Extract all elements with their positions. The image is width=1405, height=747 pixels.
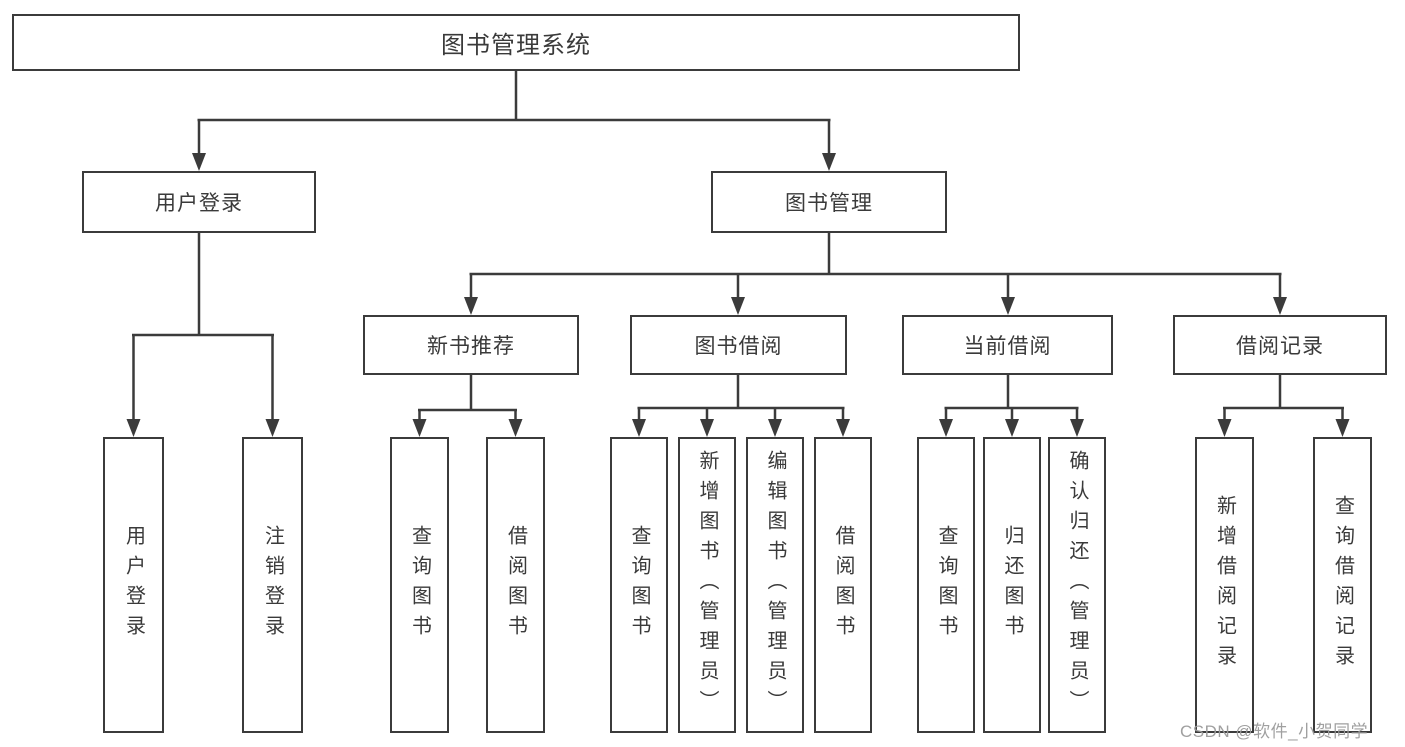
node-current-borrow: 当前借阅 <box>902 315 1113 375</box>
leaf-borrow-books-recommend: 借阅图书 <box>486 437 545 733</box>
leaf-logout: 注销登录 <box>242 437 303 733</box>
node-label: 图书管理 <box>785 192 873 215</box>
node-user-login: 用户登录 <box>82 171 316 233</box>
leaf-query-books-current: 查询图书 <box>917 437 975 733</box>
leaf-user-login: 用户登录 <box>103 437 164 733</box>
leaf-query-books-borrow: 查询图书 <box>610 437 668 733</box>
node-label: 图书管理系统 <box>441 32 591 59</box>
node-label: 用户登录 <box>155 192 243 215</box>
node-label: 查询借阅记录 <box>1331 495 1354 675</box>
leaf-borrow-books: 借阅图书 <box>814 437 872 733</box>
node-label: 借阅图书 <box>832 525 854 645</box>
node-label: 查询图书 <box>628 525 650 645</box>
node-label: 新增借阅记录 <box>1213 495 1236 675</box>
leaf-query-borrow-record: 查询借阅记录 <box>1313 437 1372 733</box>
node-label: 图书借阅 <box>694 335 783 358</box>
node-label: 查询图书 <box>935 525 957 645</box>
node-label: 编辑图书（管理员） <box>764 450 786 720</box>
node-label: 确认归还（管理员） <box>1066 450 1088 720</box>
leaf-return-books: 归还图书 <box>983 437 1041 733</box>
leaf-query-books-recommend: 查询图书 <box>390 437 449 733</box>
node-label: 注销登录 <box>261 525 284 645</box>
node-label: 用户登录 <box>122 525 145 645</box>
node-new-book-recommend: 新书推荐 <box>363 315 579 375</box>
leaf-add-borrow-record: 新增借阅记录 <box>1195 437 1254 733</box>
node-book-management: 图书管理 <box>711 171 947 233</box>
node-book-borrow: 图书借阅 <box>630 315 847 375</box>
node-library-management-system: 图书管理系统 <box>12 14 1020 71</box>
node-label: 新书推荐 <box>427 335 515 358</box>
leaf-confirm-return-admin: 确认归还（管理员） <box>1048 437 1106 733</box>
node-label: 归还图书 <box>1001 525 1023 645</box>
node-label: 当前借阅 <box>963 335 1052 358</box>
node-label: 新增图书（管理员） <box>696 450 718 720</box>
node-label: 借阅记录 <box>1236 335 1324 358</box>
leaf-edit-books-admin: 编辑图书（管理员） <box>746 437 804 733</box>
leaf-add-books-admin: 新增图书（管理员） <box>678 437 736 733</box>
watermark: CSDN @软件_小贺同学 <box>1180 722 1369 741</box>
node-borrow-records: 借阅记录 <box>1173 315 1387 375</box>
node-label: 借阅图书 <box>504 525 527 645</box>
node-label: 查询图书 <box>408 525 431 645</box>
